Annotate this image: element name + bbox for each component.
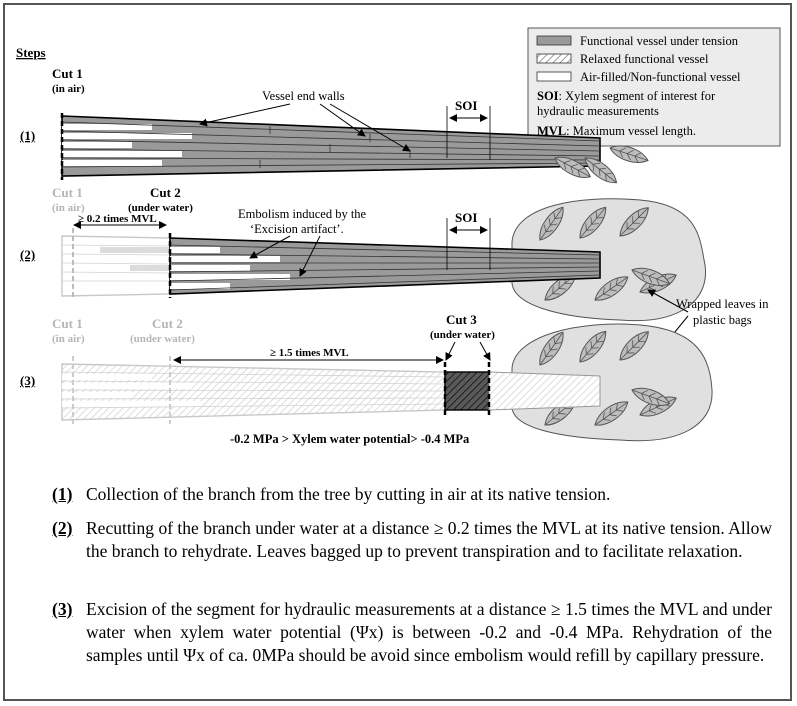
distance-15-mvl: ≥ 1.5 times MVL xyxy=(270,347,349,359)
cut2-label-faded-3: Cut 2 xyxy=(152,316,183,331)
legend-swatch-air xyxy=(536,71,572,82)
branch-diagram: Steps Functional vessel under tension Re… xyxy=(16,27,781,446)
legend: Functional vessel under tension Relaxed … xyxy=(527,27,781,147)
branch-2 xyxy=(168,233,601,298)
distance-02-mvl: ≥ 0.2 times MVL xyxy=(78,213,157,225)
embolism-label-1: Embolism induced by the xyxy=(238,207,367,221)
legend-box xyxy=(527,27,781,147)
step-label-1: (1) xyxy=(20,128,35,143)
legend-label-tension: Functional vessel under tension xyxy=(580,34,739,48)
panel-1: (1) Cut 1 (in air) xyxy=(20,66,651,189)
caption-2: (2) Recutting of the branch under water … xyxy=(52,517,772,563)
cut2-sublabel-faded-3: (under water) xyxy=(130,333,195,345)
legend-label-air: Air-filled/Non-functional vessel xyxy=(580,70,741,84)
legend-soi-def: : Xylem segment of interest for xyxy=(559,89,716,103)
caption-1-num: (1) xyxy=(52,484,73,504)
steps-title: Steps xyxy=(16,45,46,60)
faded-branch-3 xyxy=(61,356,446,424)
vessel-end-walls-label: Vessel end walls xyxy=(262,89,345,103)
cut2-label: Cut 2 xyxy=(150,185,181,200)
caption-2-text: Recutting of the branch under water at a… xyxy=(86,518,772,561)
wrapped-leaves-label-1: Wrapped leaves in xyxy=(676,297,769,311)
caption-3: (3) Excision of the segment for hydrauli… xyxy=(52,598,772,667)
excised-segment xyxy=(444,371,490,411)
cut3-label: Cut 3 xyxy=(446,312,477,327)
caption-3-num: (3) xyxy=(52,599,73,619)
cut1-label-faded-3: Cut 1 xyxy=(52,316,83,331)
cut1-sublabel-faded: (in air) xyxy=(52,202,85,214)
cut1-sublabel-faded-3: (in air) xyxy=(52,333,85,345)
legend-mvl-line: MVL: Maximum vessel length. xyxy=(537,124,696,138)
figure-frame xyxy=(3,3,792,701)
step-label-2: (2) xyxy=(20,247,35,262)
embolism-label-2: ‘Excision artifact’. xyxy=(250,222,344,236)
legend-mvl-abbr: MVL xyxy=(537,124,566,138)
panel-3: (3) Cut 1 (in air) Cut 2 (under water) C… xyxy=(20,312,713,446)
legend-mvl-def: : Maximum vessel length. xyxy=(566,124,696,138)
branch-1 xyxy=(60,113,601,180)
legend-swatch-relaxed xyxy=(536,53,572,64)
caption-2-num: (2) xyxy=(52,518,73,538)
caption-1: (1) Collection of the branch from the tr… xyxy=(52,483,772,506)
legend-swatch-tension xyxy=(536,35,572,46)
water-potential-label: -0.2 MPa > Xylem water potential> -0.4 M… xyxy=(230,432,470,446)
legend-soi-def2: hydraulic measurements xyxy=(537,104,659,118)
cut1-label: Cut 1 xyxy=(52,66,83,81)
caption-3-text: Excision of the segment for hydraulic me… xyxy=(86,599,772,665)
soi-label-1: SOI xyxy=(455,98,477,113)
wrapped-leaves-label-2: plastic bags xyxy=(693,313,752,327)
caption-1-text: Collection of the branch from the tree b… xyxy=(86,484,611,504)
soi-label-2: SOI xyxy=(455,210,477,225)
faded-branch-2 xyxy=(61,228,171,300)
panel-2: (2) Cut 1 (in air) Cut 2 (under water) ≥… xyxy=(20,185,769,361)
cut1-label-faded: Cut 1 xyxy=(52,185,83,200)
legend-soi-line: SOI: Xylem segment of interest for xyxy=(537,89,716,103)
legend-label-relaxed: Relaxed functional vessel xyxy=(580,52,709,66)
cut2-sublabel: (under water) xyxy=(128,202,193,214)
legend-soi-abbr: SOI xyxy=(537,89,559,103)
cut1-sublabel: (in air) xyxy=(52,83,85,95)
step-label-3: (3) xyxy=(20,373,35,388)
remaining-branch-3 xyxy=(488,371,601,411)
cut3-sublabel: (under water) xyxy=(430,329,495,341)
